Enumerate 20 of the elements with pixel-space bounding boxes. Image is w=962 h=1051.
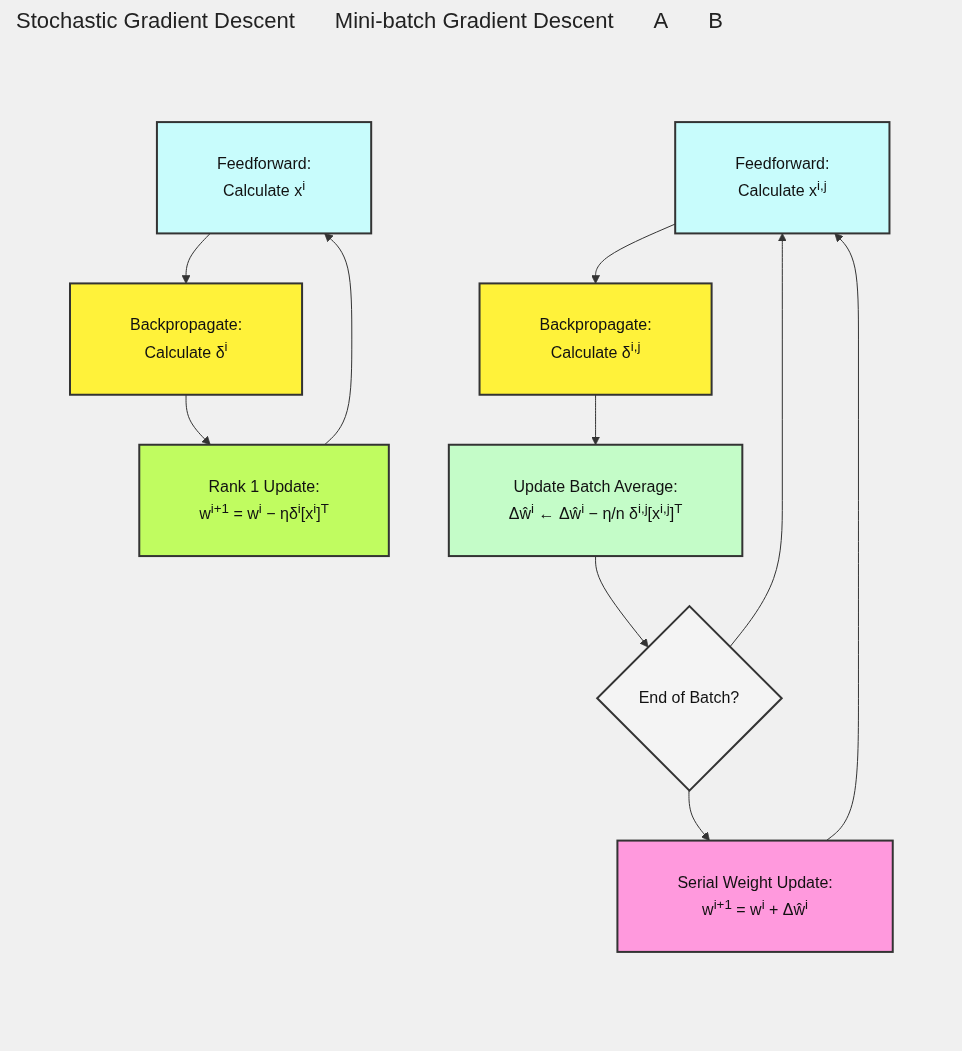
arrow xyxy=(825,233,859,842)
node-box: Rank 1 Update: w$^{i+1}$ = w$^{i}$ − ηδ$^{i}$[x$^{i}$]$^{T}$ xyxy=(137,443,390,558)
panel-heading: B xyxy=(708,8,723,34)
node-box: Serial Weight Update: w$^{i+1}$ = w$^{i}$ + Δŵ$^{i}$ xyxy=(616,839,894,953)
node-box: Update Batch Average: Δŵ$^{i}$ ← Δŵ$^{i}$ − η/n δ$^{i,j}$[x$^{i,j}$]$^{T}$ xyxy=(447,443,743,558)
arrow xyxy=(728,233,787,648)
panel-heading: A xyxy=(653,8,669,34)
arrow xyxy=(185,394,211,446)
node-diamond: End of Batch? xyxy=(595,604,783,792)
panel-heading: Mini-batch Gradient Descent xyxy=(334,8,614,34)
node-box: Feedforward: Calculate x$^{i}$ xyxy=(155,121,372,235)
arrow xyxy=(323,233,352,446)
node-box: Feedforward: Calculate x$^{i,j}$ xyxy=(673,121,891,235)
arrow xyxy=(688,790,710,841)
arrow xyxy=(590,394,600,446)
node-box: Backpropagate: Calculate δ$^{i,j}$ xyxy=(478,282,713,396)
panel-heading: Stochastic Gradient Descent xyxy=(16,8,295,34)
arrow xyxy=(181,232,211,284)
node-box: Backpropagate: Calculate δ$^{i}$ xyxy=(68,282,303,396)
arrow xyxy=(594,555,649,648)
